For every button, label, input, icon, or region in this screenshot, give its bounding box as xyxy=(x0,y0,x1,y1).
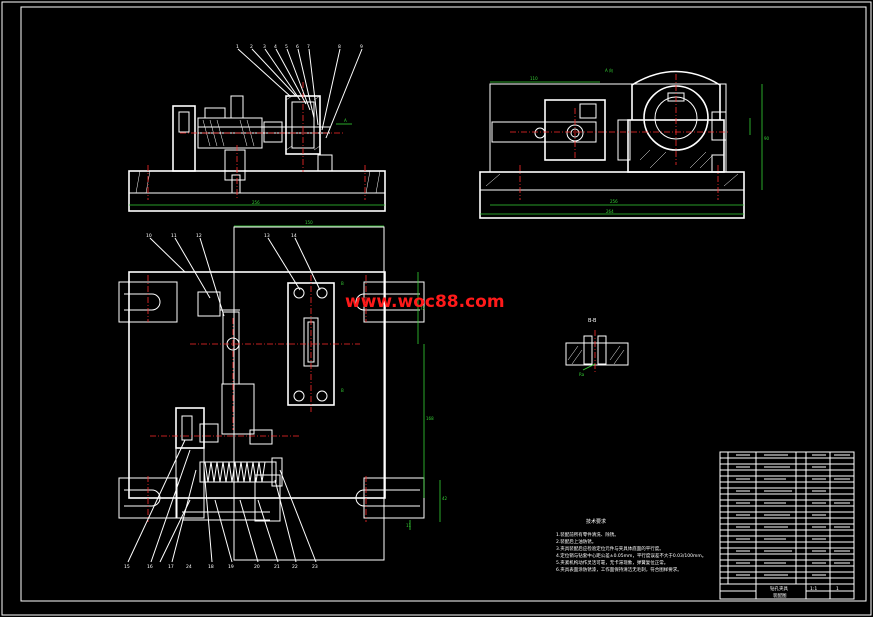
note-line: 5.夹紧机构动作灵活可靠，无卡滞现象，弹簧复位正常。 xyxy=(556,559,668,566)
note-line: 4.定位销与钻套中心距公差±0.05mm，平行度误差不大于0.03/100mm。 xyxy=(556,552,706,559)
svg-text:150: 150 xyxy=(305,220,313,225)
section-b-b: B-B Ra xyxy=(565,318,629,377)
svg-text:B: B xyxy=(341,281,344,286)
title-block-scale: 1:1 xyxy=(810,586,817,592)
svg-text:11: 11 xyxy=(406,523,412,528)
balloon-label: 21 xyxy=(274,564,280,570)
balloon-label: 15 xyxy=(124,564,130,570)
balloon-label: 14 xyxy=(291,233,297,239)
svg-text:42: 42 xyxy=(442,496,448,501)
svg-text:A: A xyxy=(344,118,347,123)
balloon-label: 4 xyxy=(274,44,277,50)
balloon-label: 5 xyxy=(285,44,288,50)
balloon-label: 17 xyxy=(168,564,174,570)
title-block-drawing-no: 装配图 xyxy=(773,592,787,599)
balloon-label: 10 xyxy=(146,233,152,239)
section-label: B-B xyxy=(588,318,597,324)
balloon-label: 2 xyxy=(250,44,253,50)
balloon-label: 7 xyxy=(307,44,310,50)
title-block-sheet: 1 xyxy=(836,586,839,592)
balloon-label: 22 xyxy=(292,564,298,570)
note-line: 6.夹具表面涂防锈漆，工作面保持清洁无毛刺，符合图样要求。 xyxy=(556,566,682,573)
note-line: 1.装配前所有零件清洗、除锈。 xyxy=(556,531,619,538)
balloon-label: 18 xyxy=(208,564,214,570)
svg-text:90: 90 xyxy=(764,136,770,141)
parts-list xyxy=(719,451,855,600)
title-block: 钻孔夹具 装配图 1:1 1 xyxy=(719,583,855,600)
svg-text:Ra: Ra xyxy=(579,372,585,377)
balloon-label: 16 xyxy=(147,564,153,570)
plan-view: 150 72 42 168 B B 11 xyxy=(118,220,448,563)
technical-notes: 技术要求 1.装配前所有零件清洗、除锈。 2.装配后上油防锈。 3.夹具装配后应… xyxy=(556,518,706,573)
balloon-label: 12 xyxy=(196,233,202,239)
balloon-label: 3 xyxy=(263,44,266,50)
svg-text:B: B xyxy=(341,388,344,393)
front-view-balloons: 1 2 3 4 5 6 7 8 9 xyxy=(236,44,363,50)
svg-text:72: 72 xyxy=(420,306,426,311)
svg-text:168: 168 xyxy=(426,416,434,421)
balloon-label: 6 xyxy=(296,44,299,50)
notes-title: 技术要求 xyxy=(586,518,606,525)
balloon-label: 11 xyxy=(171,233,177,239)
note-line: 2.装配后上油防锈。 xyxy=(556,538,596,545)
balloon-label: 8 xyxy=(338,44,341,50)
plan-view-balloons-bottom: 15 16 17 18 19 20 21 22 23 24 xyxy=(124,564,318,570)
watermark-text: www.woc88.com xyxy=(345,292,505,312)
balloon-label: 9 xyxy=(360,44,363,50)
front-view: 256 A xyxy=(128,48,386,212)
balloon-label: 23 xyxy=(312,564,318,570)
svg-text:110: 110 xyxy=(530,76,538,81)
title-block-name: 钻孔夹具 xyxy=(770,585,788,592)
balloon-label: 20 xyxy=(254,564,260,570)
svg-text:264: 264 xyxy=(606,209,614,214)
balloon-label: 24 xyxy=(186,564,192,570)
sheet-inner-border xyxy=(20,6,867,602)
svg-text:256: 256 xyxy=(610,199,618,204)
balloon-label: 1 xyxy=(236,44,239,50)
note-line: 3.夹具装配后应检验定位元件与夹具体底面的平行度。 xyxy=(556,545,664,552)
plan-view-balloons-top: 10 11 12 13 14 xyxy=(146,233,297,239)
side-view: 110 256 264 90 A 向 xyxy=(479,67,770,219)
balloon-label: 13 xyxy=(264,233,270,239)
svg-text:256: 256 xyxy=(252,200,260,205)
balloon-label: 19 xyxy=(228,564,234,570)
svg-text:A 向: A 向 xyxy=(605,67,613,73)
